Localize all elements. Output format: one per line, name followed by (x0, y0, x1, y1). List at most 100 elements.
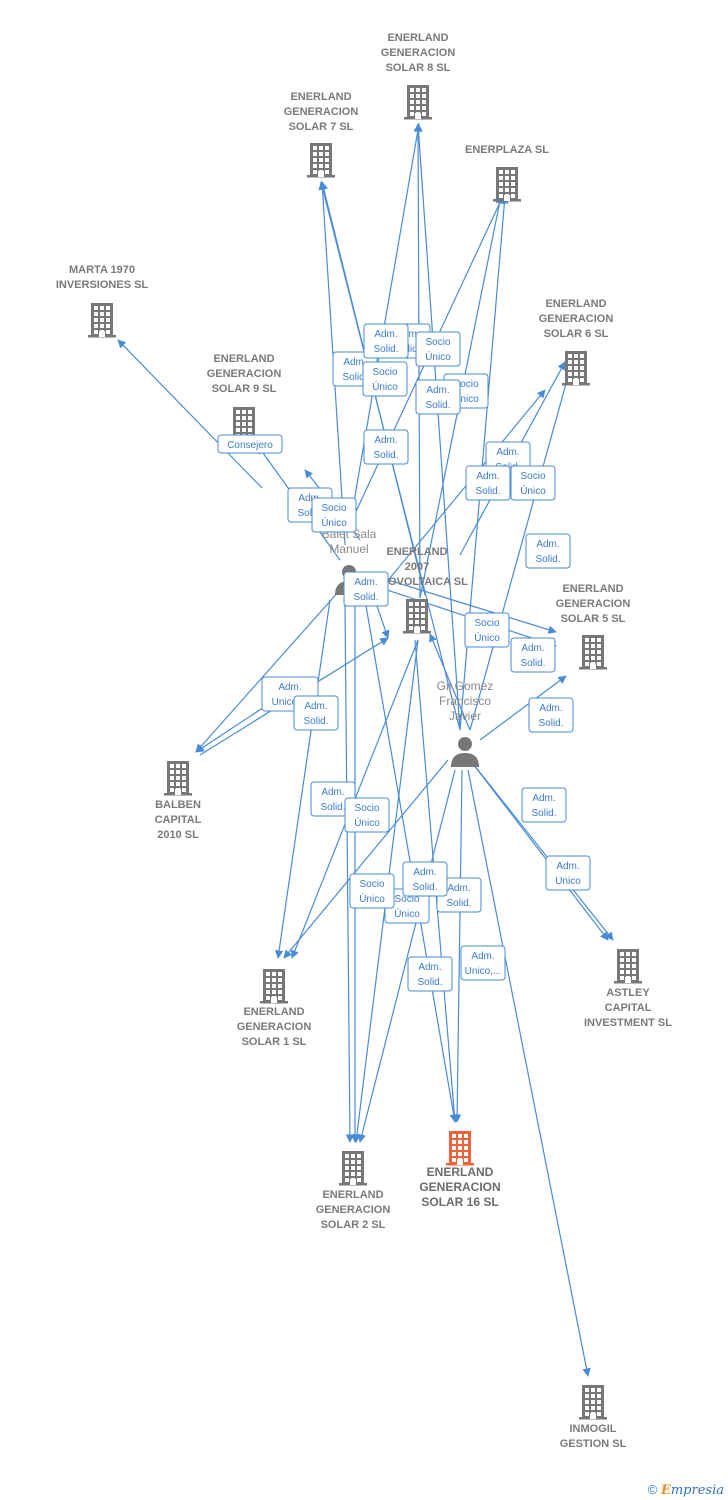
edge-label-text: Solid. (373, 344, 398, 355)
edge-label-text: Socio (453, 379, 478, 390)
node-balben[interactable]: BALBEN CAPITAL 2010 SL (155, 761, 202, 841)
node-label-line: ENERLAND (243, 1006, 304, 1018)
edge-label-text: Solid. (342, 372, 367, 383)
edge-label-text: Adm. (496, 447, 519, 458)
edge-label[interactable]: Adm.Solid. (293, 695, 339, 731)
edge-label-text: Socio (520, 471, 545, 482)
node-label-line: 2010 SL (157, 829, 199, 841)
building-icon (404, 85, 432, 120)
edge-label[interactable]: Adm.Unico (545, 855, 591, 891)
edge-label-text: Adm. (374, 329, 397, 340)
edge-label[interactable]: Adm. Solid. (363, 323, 409, 359)
edge-label-text: Socio (321, 503, 346, 514)
footer-credit: © Empresia (648, 1482, 724, 1498)
building-icon (260, 969, 288, 1004)
node-enerplaza[interactable]: ENERPLAZA SL (465, 144, 549, 202)
edge-label[interactable]: Adm.Solid. (521, 787, 567, 823)
node-label-line: ENERLAND (387, 32, 448, 44)
edge-label[interactable]: Adm.Solid. (525, 533, 571, 569)
edge-label-text: Solid. (412, 882, 437, 893)
edge-label-text: Adm. (536, 539, 559, 550)
edge-label-text: Adm. (471, 951, 494, 962)
building-icon (614, 949, 642, 984)
relationship-edge (117, 339, 263, 489)
edge-label-text: Adm. (447, 883, 470, 894)
relationship-edge (357, 769, 456, 1143)
edge-label[interactable]: Adm.Unico,... (460, 945, 506, 981)
relationship-edge (274, 599, 331, 959)
edge-label[interactable]: Adm.Solid. (436, 877, 482, 913)
relationship-edge (364, 599, 458, 1123)
edge-label[interactable]: Consejero (217, 434, 283, 454)
edge-label[interactable]: Adm.Solid. (415, 379, 461, 415)
node-label-line: SOLAR 2 SL (321, 1219, 386, 1231)
node-label-line: INVESTMENT SL (584, 1017, 672, 1029)
edge-label-text: Adm. (521, 643, 544, 654)
edge-label-text: Solid. (520, 658, 545, 669)
node-label-line: ENERLAND (386, 546, 447, 558)
edge-label-text: Socio (394, 894, 419, 905)
building-icon (403, 599, 431, 634)
edge-label-text: Unico,... (272, 697, 309, 708)
edge-label-text: Adm. (418, 962, 441, 973)
relationship-edge (469, 361, 575, 731)
edge-labels-layer: ConsejeroAdm.Solid.SocioÚnicoAdm.Solid.S… (217, 323, 591, 992)
edge-label-text: Solid. (297, 508, 322, 519)
node-label-line: GENERACION (556, 598, 631, 610)
edge-label-text: Solid. (425, 400, 450, 411)
edge-label-text: Unico (555, 876, 581, 887)
node-label-line: GENERACION (381, 47, 456, 59)
edge-label-text: Socio (354, 803, 379, 814)
edge-label-text: Solid. (303, 716, 328, 727)
node-label-line: SOLAR 16 SL (421, 1195, 498, 1209)
edge-label[interactable]: Adm.Solid. (343, 571, 389, 607)
building-icon (579, 635, 607, 670)
edge-label[interactable]: Adm. Solid. (402, 861, 448, 897)
edge-label[interactable]: Adm. Solid. (363, 429, 409, 465)
node-label-line: GENERACION (284, 106, 359, 118)
edge-label[interactable]: Adm.Solid. (528, 697, 574, 733)
edge-label[interactable]: Adm.Solid. (407, 956, 453, 992)
building-icon (88, 303, 116, 338)
copyright-icon: © (647, 1482, 658, 1497)
building-icon (493, 167, 521, 202)
node-label-line: ENERLAND (322, 1189, 383, 1201)
edge-label-text: Adm. (413, 867, 436, 878)
node-label-line: Javier (449, 709, 481, 723)
node-label-line: BALBEN (155, 799, 201, 811)
node-label-line: ENERLAND (290, 91, 351, 103)
edge-label[interactable]: Adm. Solid. (510, 637, 556, 673)
edge-label-text: Adm. (374, 435, 397, 446)
edge-label-text: Solid. (538, 718, 563, 729)
brand-logo[interactable]: Empresia (660, 1483, 724, 1498)
building-icon (562, 351, 590, 386)
relationship-edge (379, 389, 546, 591)
node-label-line: GENERACION (419, 1180, 500, 1194)
edge-label-text: Solid. (373, 450, 398, 461)
node-label-line: CAPITAL (155, 814, 202, 826)
building-icon (579, 1385, 607, 1420)
edge-label[interactable]: Adm.Solid. (465, 465, 511, 501)
edge-label-text: Único (394, 907, 420, 920)
